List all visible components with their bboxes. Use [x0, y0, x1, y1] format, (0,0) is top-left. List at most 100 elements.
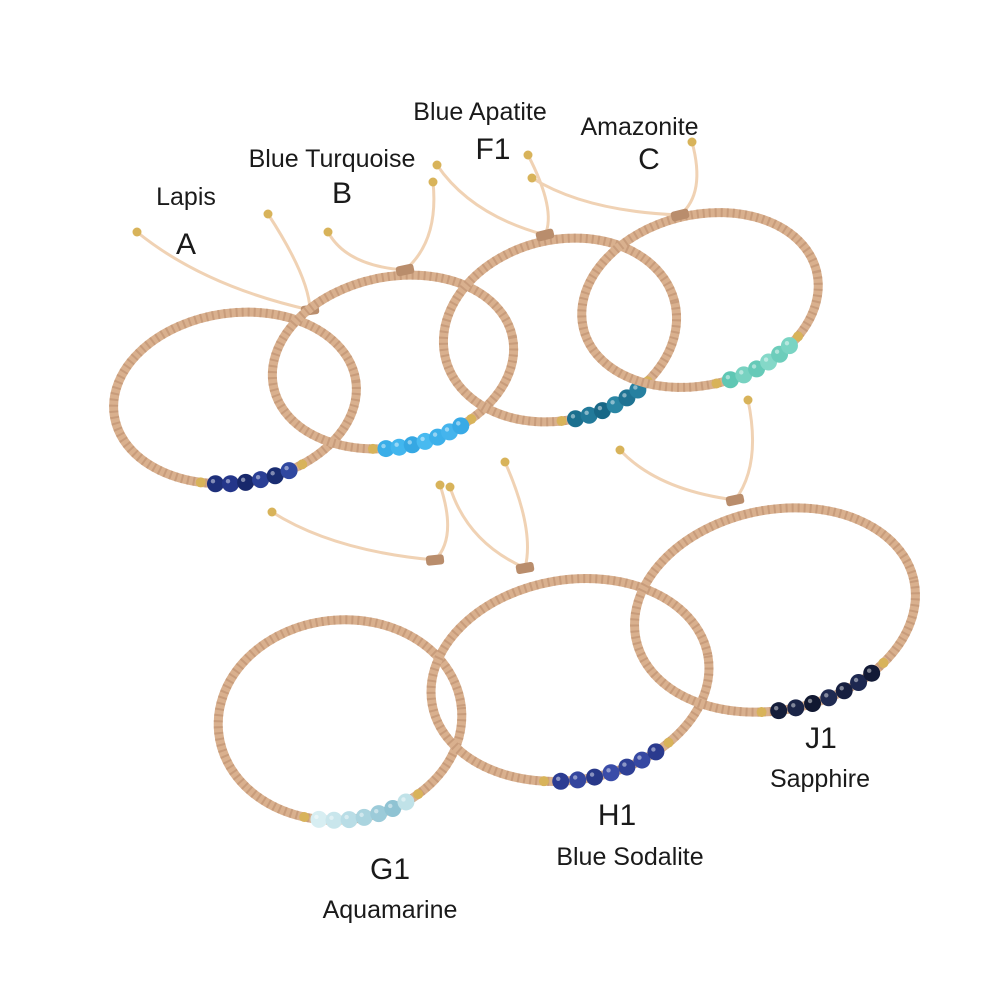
- bead-highlight: [284, 465, 289, 471]
- bead-highlight: [359, 812, 364, 818]
- gemstone-bead: [820, 689, 838, 707]
- braid-texture: [438, 233, 682, 427]
- gold-spacer-bead: [556, 415, 567, 426]
- gemstone-bead: [552, 772, 570, 790]
- gemstone-bead: [569, 771, 587, 789]
- bracelet-b: [267, 177, 519, 458]
- bead-highlight: [381, 443, 386, 449]
- label-code-b: B: [331, 177, 352, 210]
- bead-highlight: [807, 698, 813, 704]
- bead-highlight: [573, 775, 578, 780]
- gemstone-bead: [633, 751, 651, 769]
- gemstone-bead: [390, 438, 408, 456]
- braid-texture: [426, 574, 714, 786]
- gold-end-bead: [500, 457, 510, 467]
- braid-texture: [630, 503, 920, 717]
- bead-highlight: [622, 762, 627, 767]
- bead-highlight: [240, 477, 246, 483]
- gold-spacer-bead: [538, 776, 549, 787]
- braid-texture: [267, 270, 519, 454]
- bead-highlight: [791, 703, 796, 708]
- gold-end-bead: [445, 482, 455, 492]
- bead-highlight: [739, 370, 744, 375]
- bead-highlight: [637, 755, 642, 760]
- gemstone-bead: [835, 682, 853, 700]
- label-code-a: A: [175, 228, 196, 261]
- bead-highlight: [329, 815, 334, 820]
- braided-cord: [577, 208, 823, 392]
- gemstone-bead: [863, 664, 881, 682]
- drawstring: [678, 140, 699, 217]
- gold-end-bead: [615, 445, 625, 455]
- slide-knot: [395, 263, 415, 277]
- gemstone-bead: [237, 473, 255, 491]
- gold-end-bead: [432, 160, 442, 170]
- bead-highlight: [388, 803, 393, 809]
- gemstone-bead: [384, 799, 402, 817]
- bracelet-a: [109, 209, 361, 493]
- slide-knot: [725, 493, 745, 507]
- gemstone-bead: [566, 410, 584, 428]
- gemstone-bead: [602, 764, 620, 782]
- bead-highlight: [597, 405, 603, 411]
- bead-highlight: [210, 479, 216, 484]
- bracelet-j1: [615, 395, 920, 720]
- bead-highlight: [839, 686, 844, 691]
- bead-highlight: [444, 427, 450, 432]
- drawstring: [266, 212, 312, 312]
- gemstone-bead: [206, 475, 224, 493]
- gold-spacer-bead: [878, 657, 889, 668]
- bead-highlight: [589, 772, 595, 777]
- gemstone-bead: [310, 810, 328, 828]
- gold-end-bead: [267, 507, 277, 517]
- label-name-a: Lapis: [156, 183, 216, 211]
- label-name-f1: Blue Apatite: [413, 98, 547, 126]
- drawstring: [733, 398, 755, 502]
- bead-highlight: [314, 814, 319, 820]
- bracelet-h1: [426, 457, 714, 790]
- drawstring: [403, 180, 436, 272]
- gemstone-bead: [735, 366, 753, 384]
- label-name-j1: Sapphire: [769, 765, 871, 793]
- gold-spacer-bead: [367, 443, 378, 454]
- bead-highlight: [633, 385, 638, 390]
- slide-knot: [515, 561, 535, 575]
- gemstone-bead: [780, 337, 798, 355]
- gold-spacer-bead: [297, 459, 308, 470]
- slide-knot: [425, 554, 445, 566]
- drawstring: [526, 153, 550, 237]
- bead-highlight: [751, 364, 757, 369]
- bead-highlight: [651, 747, 656, 752]
- bead-highlight: [255, 474, 261, 480]
- drawstring: [530, 176, 682, 217]
- gemstone-bead: [266, 467, 284, 485]
- gemstone-bead: [787, 699, 805, 717]
- gemstone-bead: [804, 694, 822, 712]
- gold-spacer-bead: [711, 378, 722, 389]
- label-name-g1: Aquamarine: [322, 896, 458, 924]
- label-code-j1: J1: [805, 722, 837, 755]
- bead-highlight: [556, 776, 561, 782]
- slide-knot: [670, 208, 690, 222]
- bead-highlight: [344, 814, 349, 820]
- bead-highlight: [606, 768, 611, 773]
- gold-end-bead: [132, 227, 142, 237]
- bead-highlight: [225, 478, 231, 484]
- bead-highlight: [725, 375, 731, 380]
- label-code-c: C: [638, 143, 660, 176]
- braided-cord: [630, 503, 920, 717]
- bead-highlight: [824, 693, 829, 698]
- gemstone-bead: [397, 793, 415, 811]
- gemstone-bead: [770, 702, 788, 720]
- gold-end-bead: [687, 137, 697, 147]
- gemstone-bead: [721, 371, 739, 389]
- gemstone-bead: [377, 440, 395, 458]
- bead-highlight: [866, 668, 872, 673]
- gemstone-bead: [325, 811, 343, 829]
- gold-spacer-bead: [195, 477, 206, 488]
- gemstone-bead: [355, 808, 373, 826]
- bead-highlight: [270, 471, 275, 476]
- braided-cord: [426, 574, 714, 786]
- bead-highlight: [374, 808, 379, 814]
